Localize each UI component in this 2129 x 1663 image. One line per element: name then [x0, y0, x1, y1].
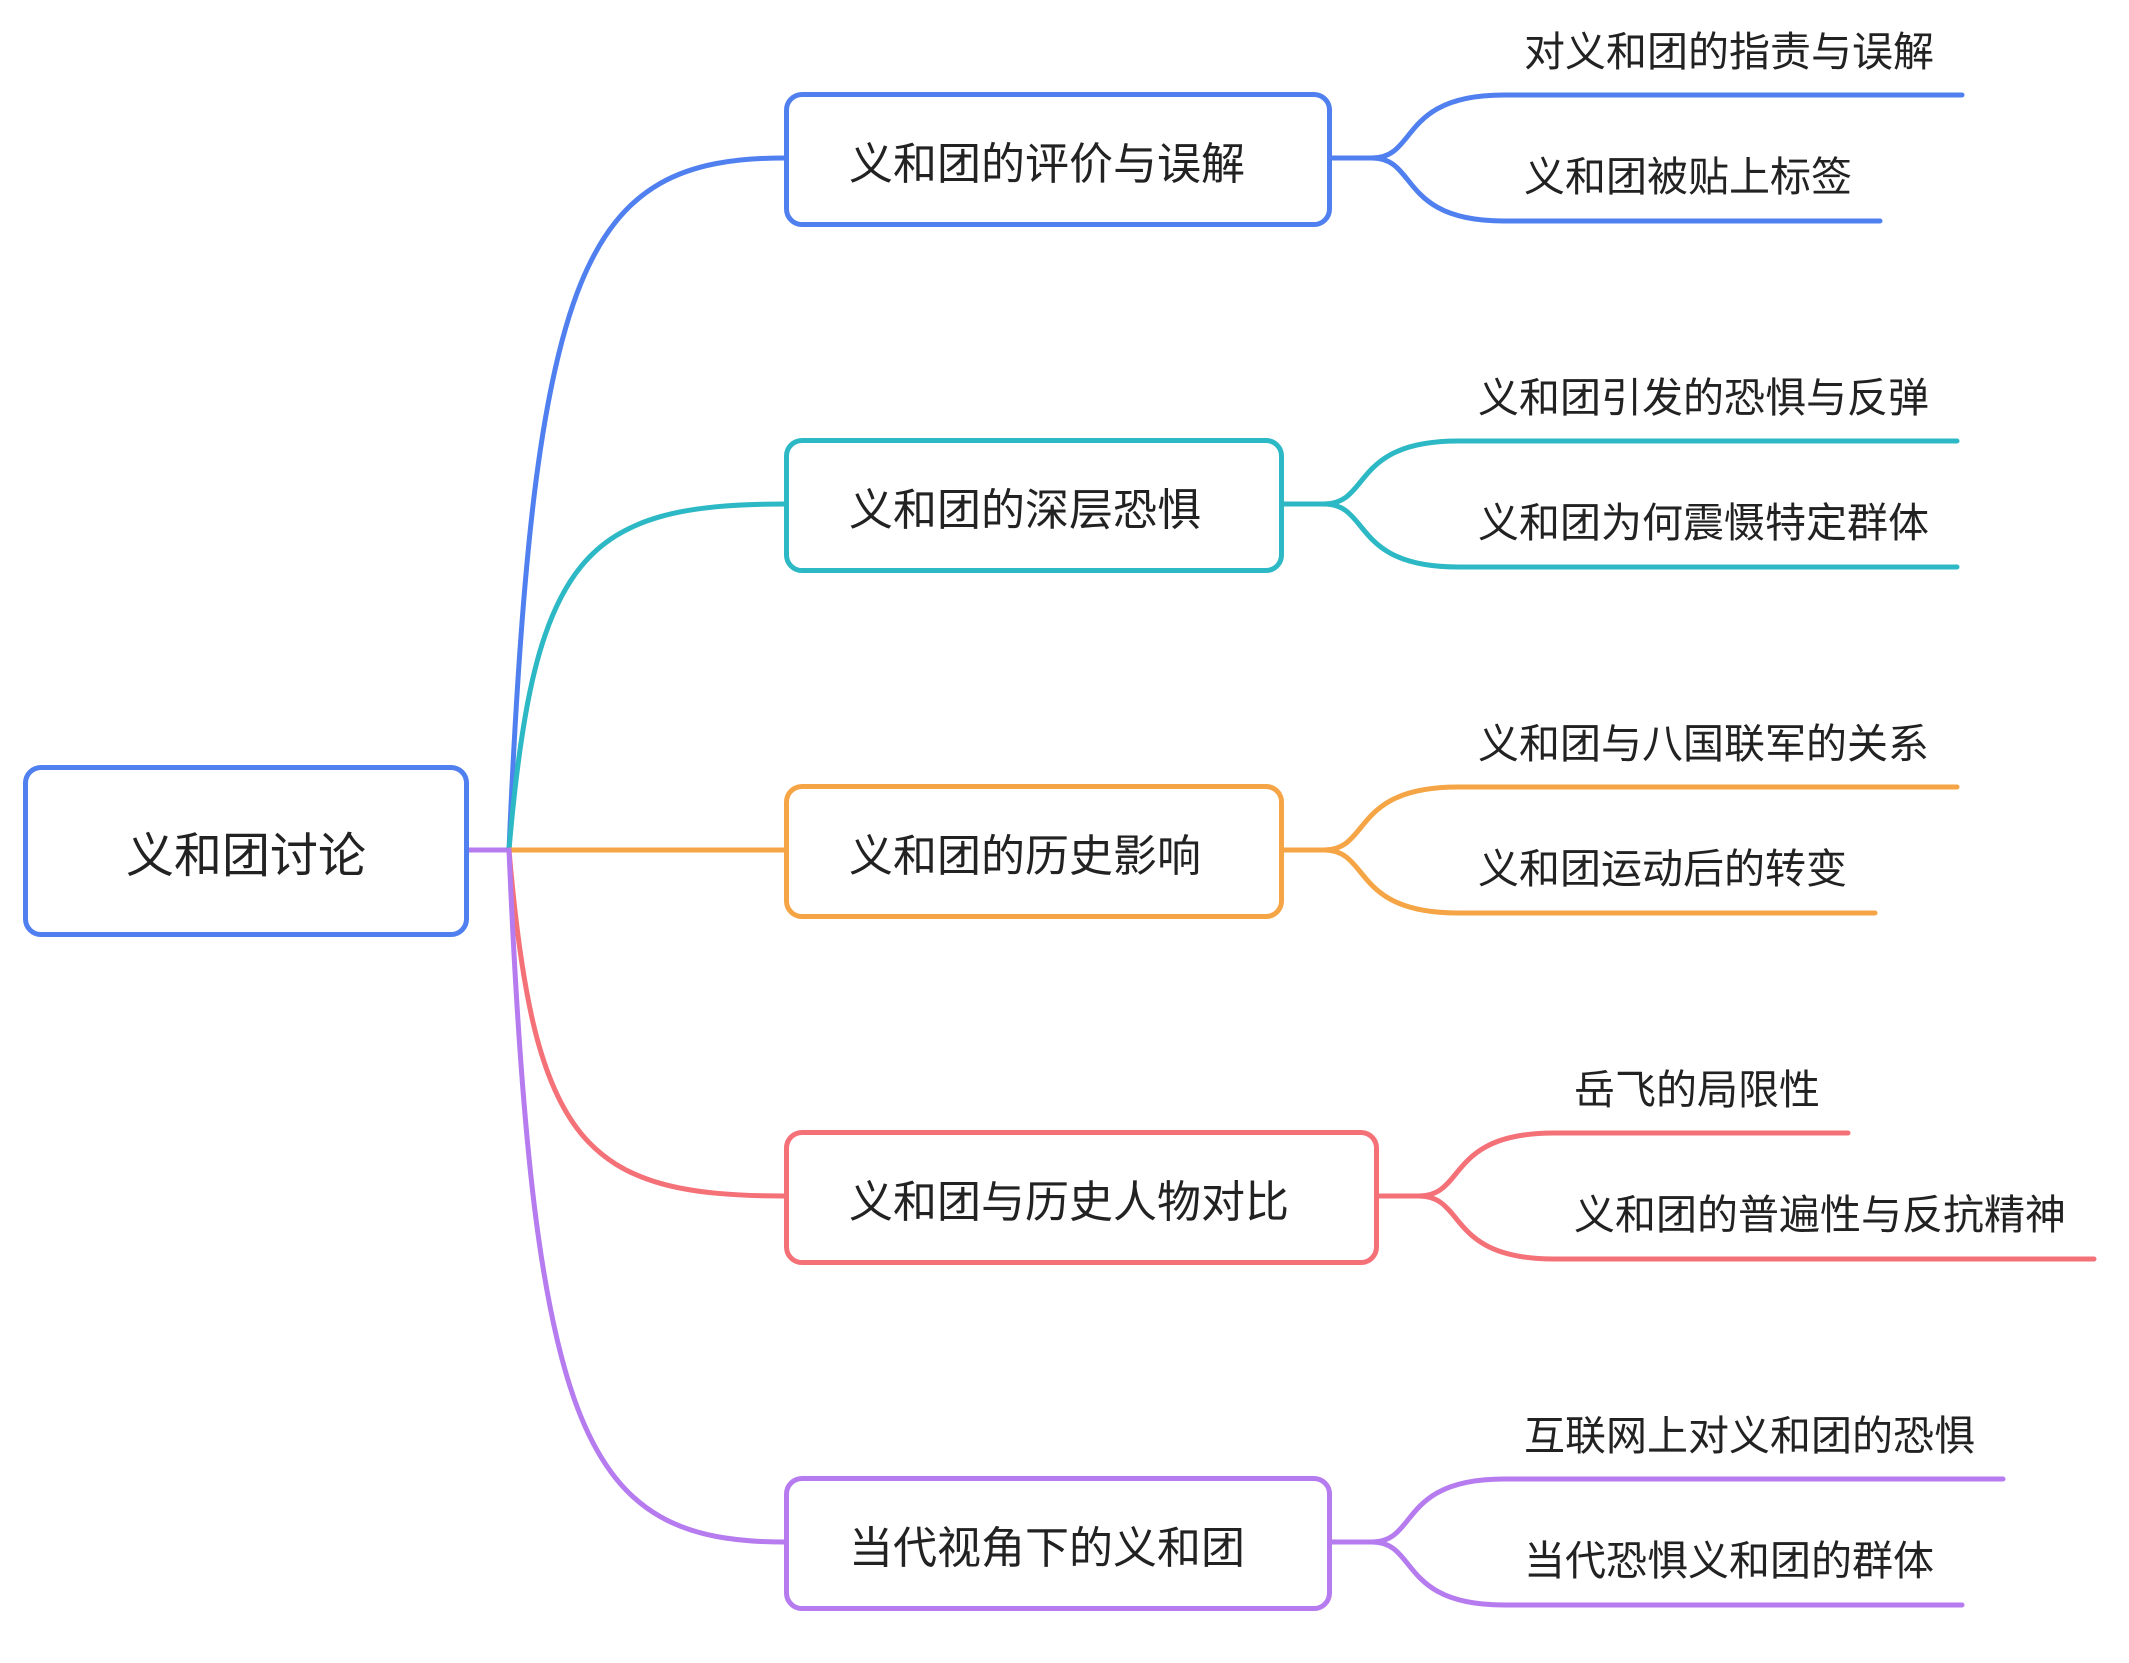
- branch-to-leaf-edge: [1416, 1193, 2097, 1262]
- leaf-post-movement-change[interactable]: 义和团运动后的转变: [1478, 845, 1847, 893]
- branch-label: 义和团的评价与误解: [849, 138, 1245, 190]
- branch-label: 义和团的深层恐惧: [849, 484, 1201, 536]
- branch-to-leaf-edge: [1369, 155, 1883, 224]
- branch-node-evaluation[interactable]: 义和团的评价与误解: [784, 92, 1332, 227]
- branch-to-leaf-edge: [1369, 92, 1965, 161]
- leaf-internet-fear[interactable]: 互联网上对义和团的恐惧: [1524, 1412, 1975, 1460]
- root-to-branch-edge: [506, 155, 787, 853]
- root-to-branch-edge: [506, 847, 787, 1545]
- leaf-eight-nation-alliance[interactable]: 义和团与八国联军的关系: [1478, 720, 1929, 768]
- branch-node-historical-impact[interactable]: 义和团的历史影响: [784, 784, 1284, 919]
- branch-to-leaf-edge: [1321, 784, 1960, 853]
- root-node[interactable]: 义和团讨论: [23, 765, 469, 937]
- branch-to-leaf-edge: [1369, 1539, 1965, 1608]
- root-to-branch-edge: [506, 501, 787, 853]
- leaf-why-deterred[interactable]: 义和团为何震慑特定群体: [1478, 499, 1929, 547]
- leaf-universality-resistance[interactable]: 义和团的普遍性与反抗精神: [1574, 1191, 2066, 1239]
- leaf-blame-and-misunderstanding[interactable]: 对义和团的指责与误解: [1524, 28, 1934, 76]
- branch-node-figure-comparison[interactable]: 义和团与历史人物对比: [784, 1130, 1379, 1265]
- branch-label: 当代视角下的义和团: [849, 1522, 1245, 1574]
- branch-node-deep-fear[interactable]: 义和团的深层恐惧: [784, 438, 1284, 573]
- branch-to-leaf-edge: [1321, 438, 1960, 507]
- branch-to-leaf-edge: [1321, 501, 1960, 570]
- leaf-fearful-groups[interactable]: 当代恐惧义和团的群体: [1524, 1537, 1934, 1585]
- branch-label: 义和团与历史人物对比: [849, 1176, 1289, 1228]
- branch-to-leaf-edge: [1369, 1476, 2006, 1545]
- branch-to-leaf-edge: [1321, 847, 1878, 916]
- leaf-labeled[interactable]: 义和团被贴上标签: [1524, 153, 1852, 201]
- branch-node-contemporary-view[interactable]: 当代视角下的义和团: [784, 1476, 1332, 1611]
- leaf-fear-and-backlash[interactable]: 义和团引发的恐惧与反弹: [1478, 374, 1929, 422]
- root-label: 义和团讨论: [125, 828, 366, 884]
- root-to-branch-edge: [506, 847, 787, 1199]
- branch-label: 义和团的历史影响: [849, 830, 1201, 882]
- branch-to-leaf-edge: [1416, 1130, 1851, 1199]
- leaf-yue-fei-limits[interactable]: 岳飞的局限性: [1574, 1066, 1820, 1114]
